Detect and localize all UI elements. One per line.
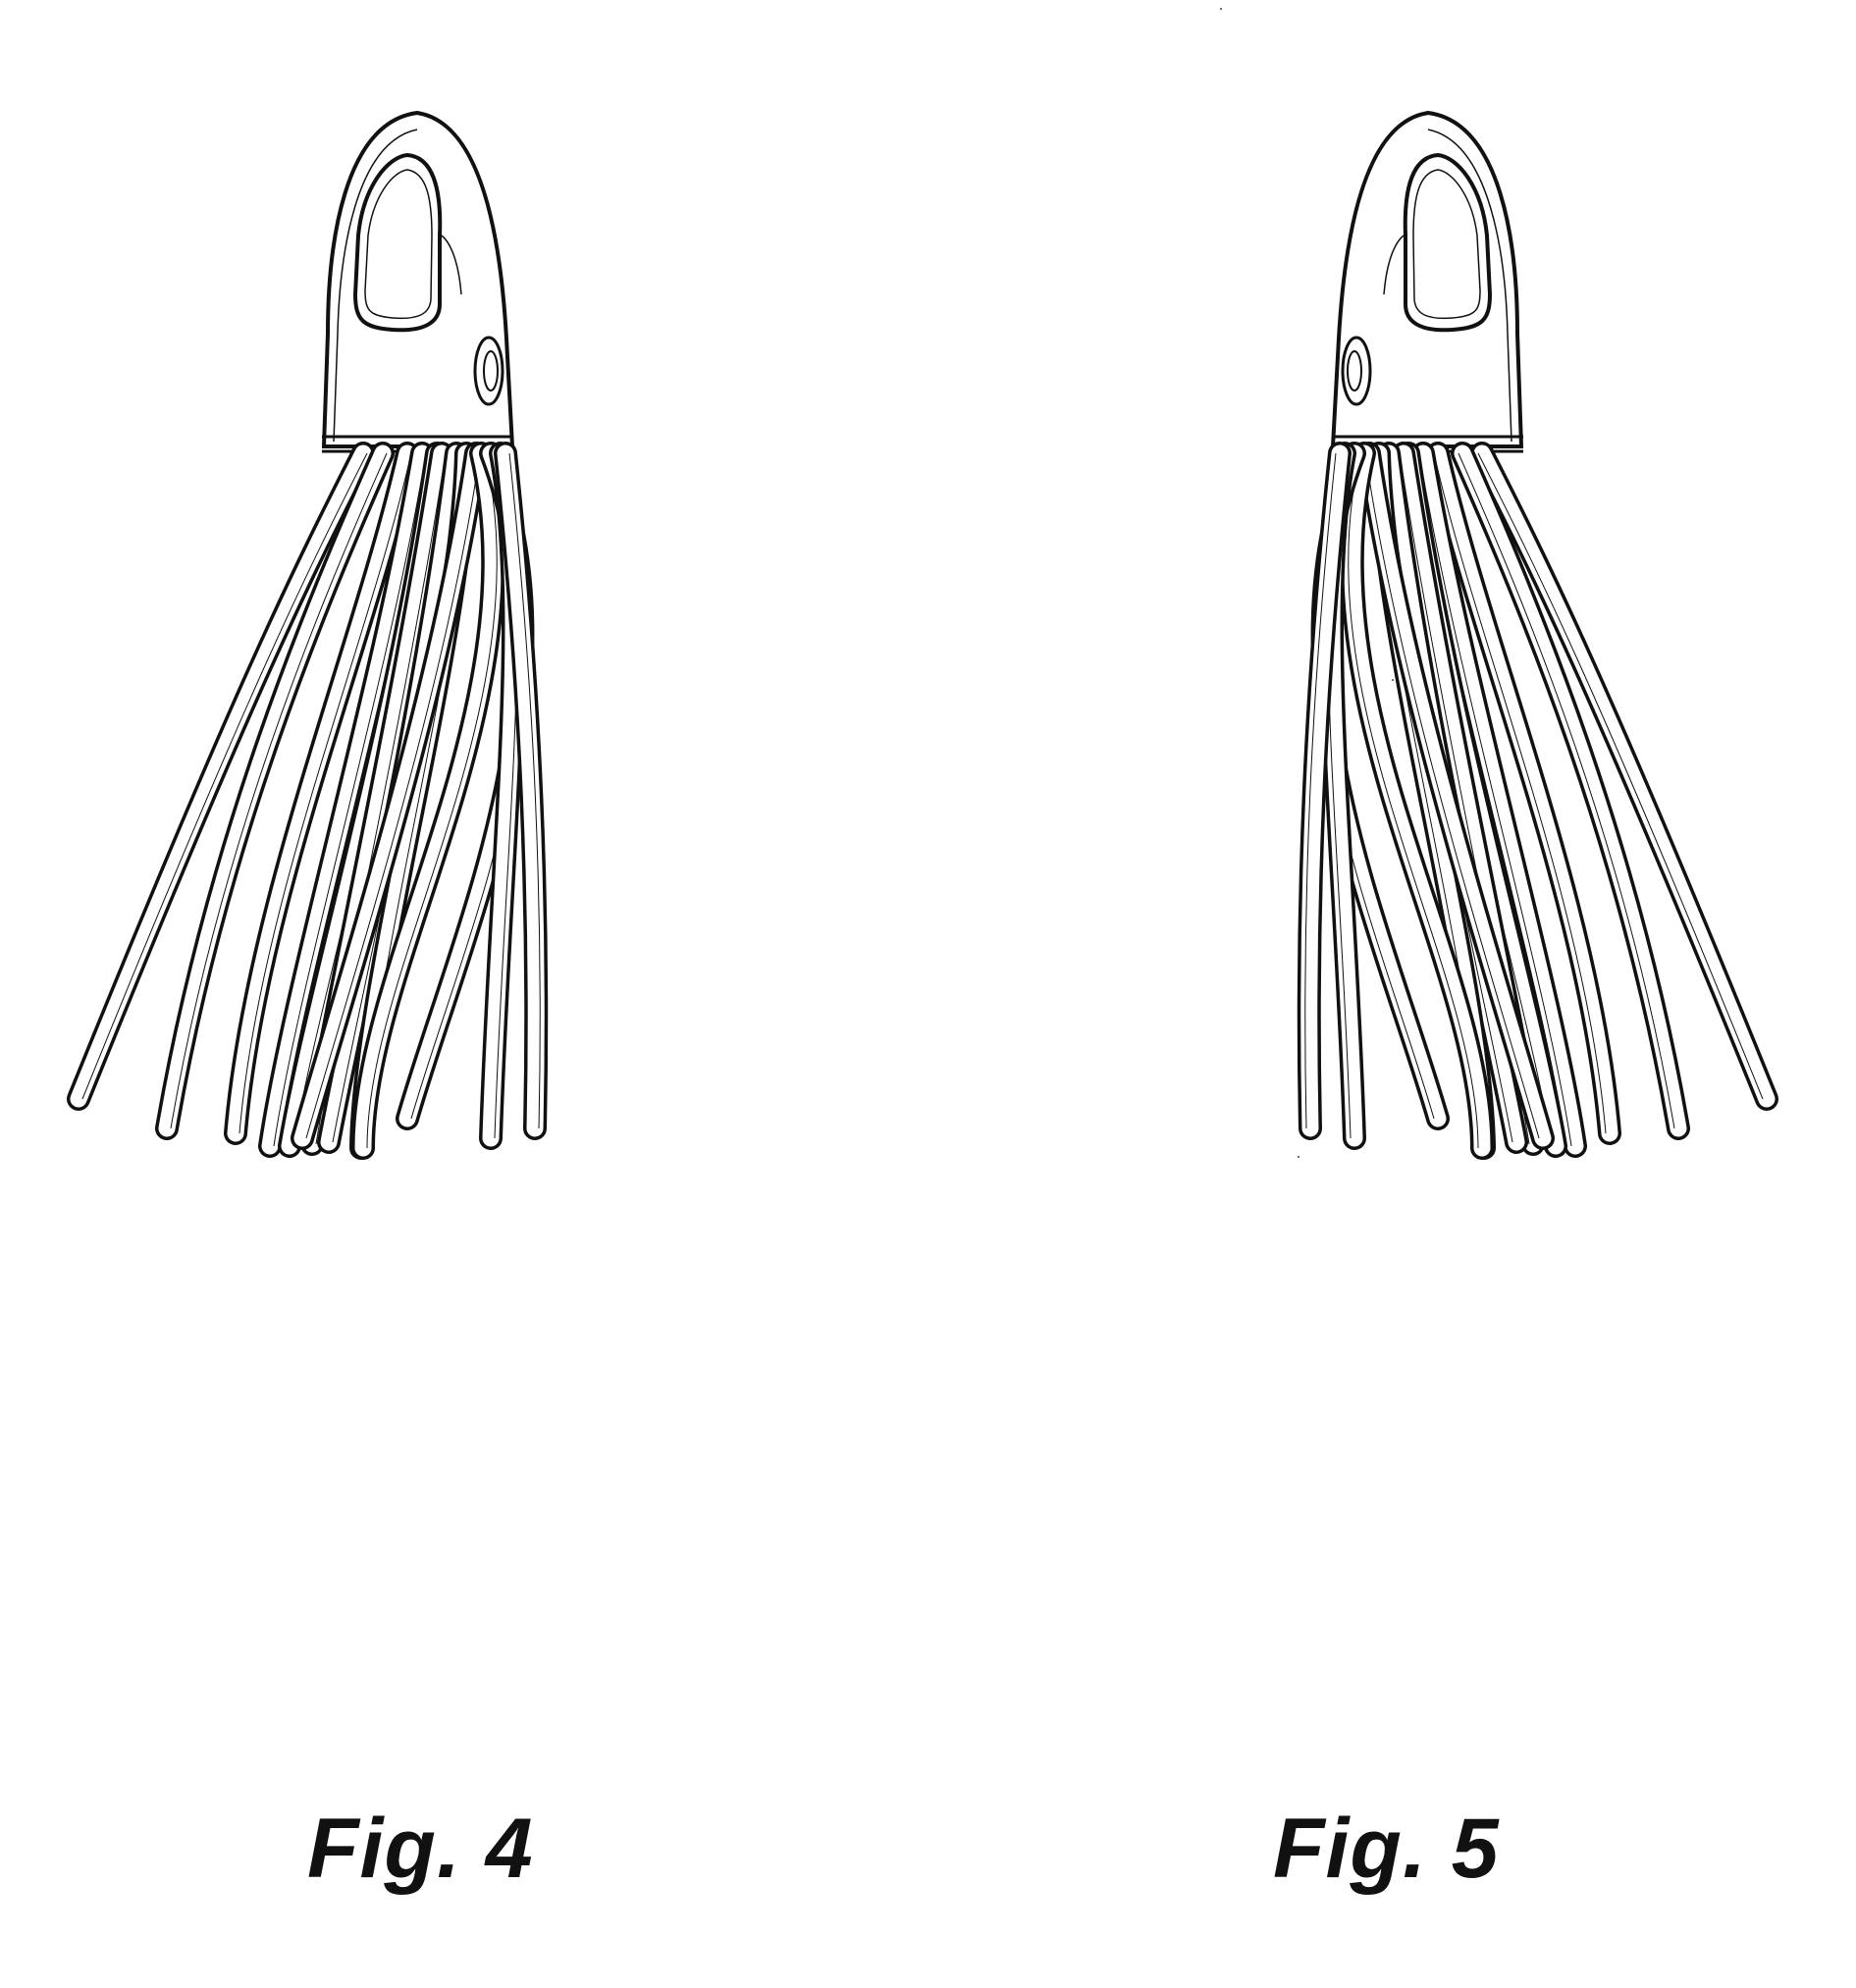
scan-speck (1298, 1156, 1299, 1158)
figure-4-caption: Fig. 4 (307, 1801, 534, 1898)
lure-skirt-tentacles (79, 453, 540, 1148)
fig4-svg (69, 98, 677, 1256)
scan-speck (1392, 679, 1394, 681)
lure-head (1333, 113, 1523, 451)
scan-speck (1220, 8, 1222, 10)
lure-head (322, 113, 512, 451)
figure-5-caption: Fig. 5 (1273, 1801, 1500, 1898)
figure-5-lure-drawing (1168, 98, 1776, 1256)
fig5-svg (1168, 98, 1776, 1256)
lure-skirt-tentacles (1305, 453, 1767, 1148)
figure-4-lure-drawing (69, 98, 677, 1256)
